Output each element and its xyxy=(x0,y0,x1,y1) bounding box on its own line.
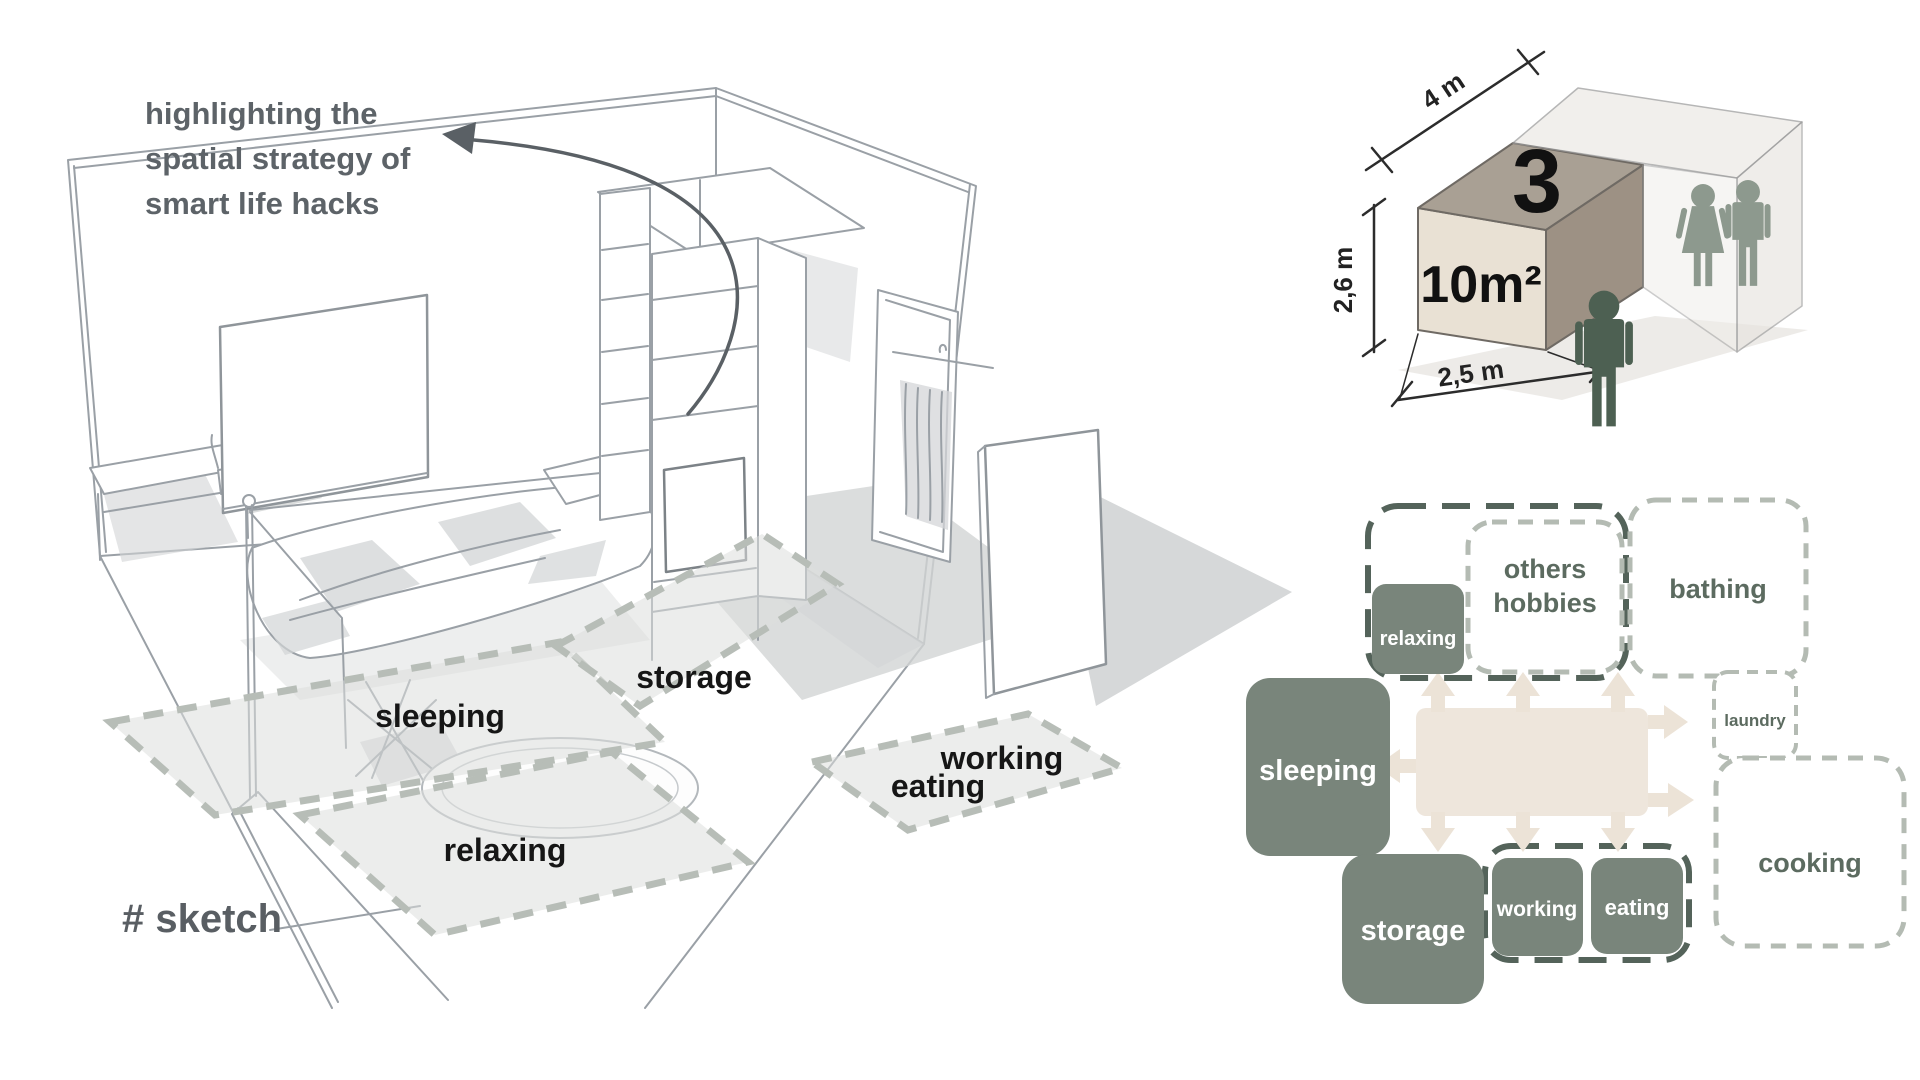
zone-label-sleeping: sleeping xyxy=(375,698,505,734)
door-clothes xyxy=(871,289,994,563)
area-label: 10m² xyxy=(1420,256,1541,314)
zone-label-relaxing: relaxing xyxy=(444,832,567,868)
bed xyxy=(231,453,656,1009)
cooking-box xyxy=(1713,755,1907,949)
dim-line-width xyxy=(1396,368,1612,402)
others-hobbies-label-1: others xyxy=(1504,554,1587,584)
annotation-arrow xyxy=(442,122,739,416)
group-outline-working-eating xyxy=(1482,843,1692,963)
zone-working-eating xyxy=(803,710,1131,834)
bathing-box xyxy=(1627,497,1809,679)
sketch-zones xyxy=(102,529,1131,939)
zone-label-eating: eating xyxy=(891,768,985,804)
whiteboard xyxy=(218,293,430,515)
zone-relaxing xyxy=(292,748,756,939)
volume-diagram: 3 10m² 4 m 2,6 m 2,5 m xyxy=(1328,48,1808,427)
caption-line-3: smart life hacks xyxy=(145,186,379,221)
zone-label-working: working xyxy=(940,740,1064,776)
sleeping-label: sleeping xyxy=(1259,755,1377,787)
eating-label: eating xyxy=(1605,895,1670,920)
function-diagram: relaxing others hobbies bathing sleeping… xyxy=(1246,497,1907,1004)
caption-line-1: highlighting the xyxy=(145,96,377,131)
working-label: working xyxy=(1496,898,1578,921)
occupant-count: 3 xyxy=(1512,132,1562,232)
relaxing-box xyxy=(1372,584,1464,674)
storage-label: storage xyxy=(1361,915,1466,947)
zone-label-storage: storage xyxy=(636,659,752,695)
unit-cube xyxy=(1417,142,1644,351)
group-outline-relaxing-hobbies xyxy=(1365,503,1629,681)
leaning-panel xyxy=(977,428,1108,699)
sketch-tag: # sketch xyxy=(122,897,282,941)
dim-line-length xyxy=(1364,50,1546,172)
laundry-label: laundry xyxy=(1724,711,1786,730)
sleeping-box xyxy=(1246,678,1390,856)
caption-line-2: spatial strategy of xyxy=(145,141,411,176)
others-hobbies-label-2: hobbies xyxy=(1493,588,1597,618)
circulation-area xyxy=(1416,708,1648,816)
relaxing-label: relaxing xyxy=(1380,628,1457,650)
laundry-box xyxy=(1712,670,1798,760)
cooking-label: cooking xyxy=(1758,848,1862,878)
dim-label-height: 2,6 m xyxy=(1328,247,1358,314)
eating-box xyxy=(1591,858,1683,954)
circulation-arrows xyxy=(1376,672,1694,852)
storage-box xyxy=(1342,854,1484,1004)
bathing-label: bathing xyxy=(1669,574,1766,604)
working-box xyxy=(1492,858,1583,956)
zone-sleeping xyxy=(102,638,673,819)
zone-storage xyxy=(549,529,845,711)
others-hobbies-box xyxy=(1465,519,1625,675)
caption: highlighting the spatial strategy of sma… xyxy=(145,96,411,221)
room-sketch: sleeping storage relaxing working eating… xyxy=(67,87,1292,1009)
